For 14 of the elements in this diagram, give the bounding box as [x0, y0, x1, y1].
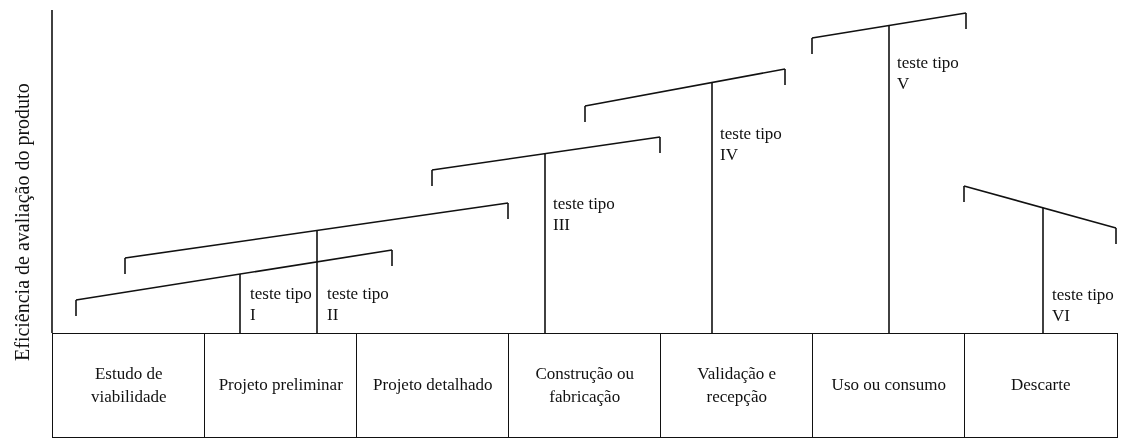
test-label: teste tipo III	[553, 193, 615, 236]
test-label: teste tipo VI	[1052, 284, 1114, 327]
test-label: teste tipo II	[327, 283, 389, 326]
phase-cell: Uso ou consumo	[812, 333, 966, 438]
axis-title: Eficiência de avaliação do produto	[10, 83, 34, 361]
phase-cell: Projeto detalhado	[356, 333, 510, 438]
phase-cell: Construção ou fabricação	[508, 333, 662, 438]
test-label: teste tipo IV	[720, 123, 782, 166]
phase-cell: Projeto preliminar	[204, 333, 358, 438]
phase-cell: Estudo de viabilidade	[52, 333, 206, 438]
phase-cell: Validação e recepção	[660, 333, 814, 438]
test-label: teste tipo V	[897, 52, 959, 95]
phase-cell: Descarte	[964, 333, 1118, 438]
test-label: teste tipo I	[250, 283, 312, 326]
